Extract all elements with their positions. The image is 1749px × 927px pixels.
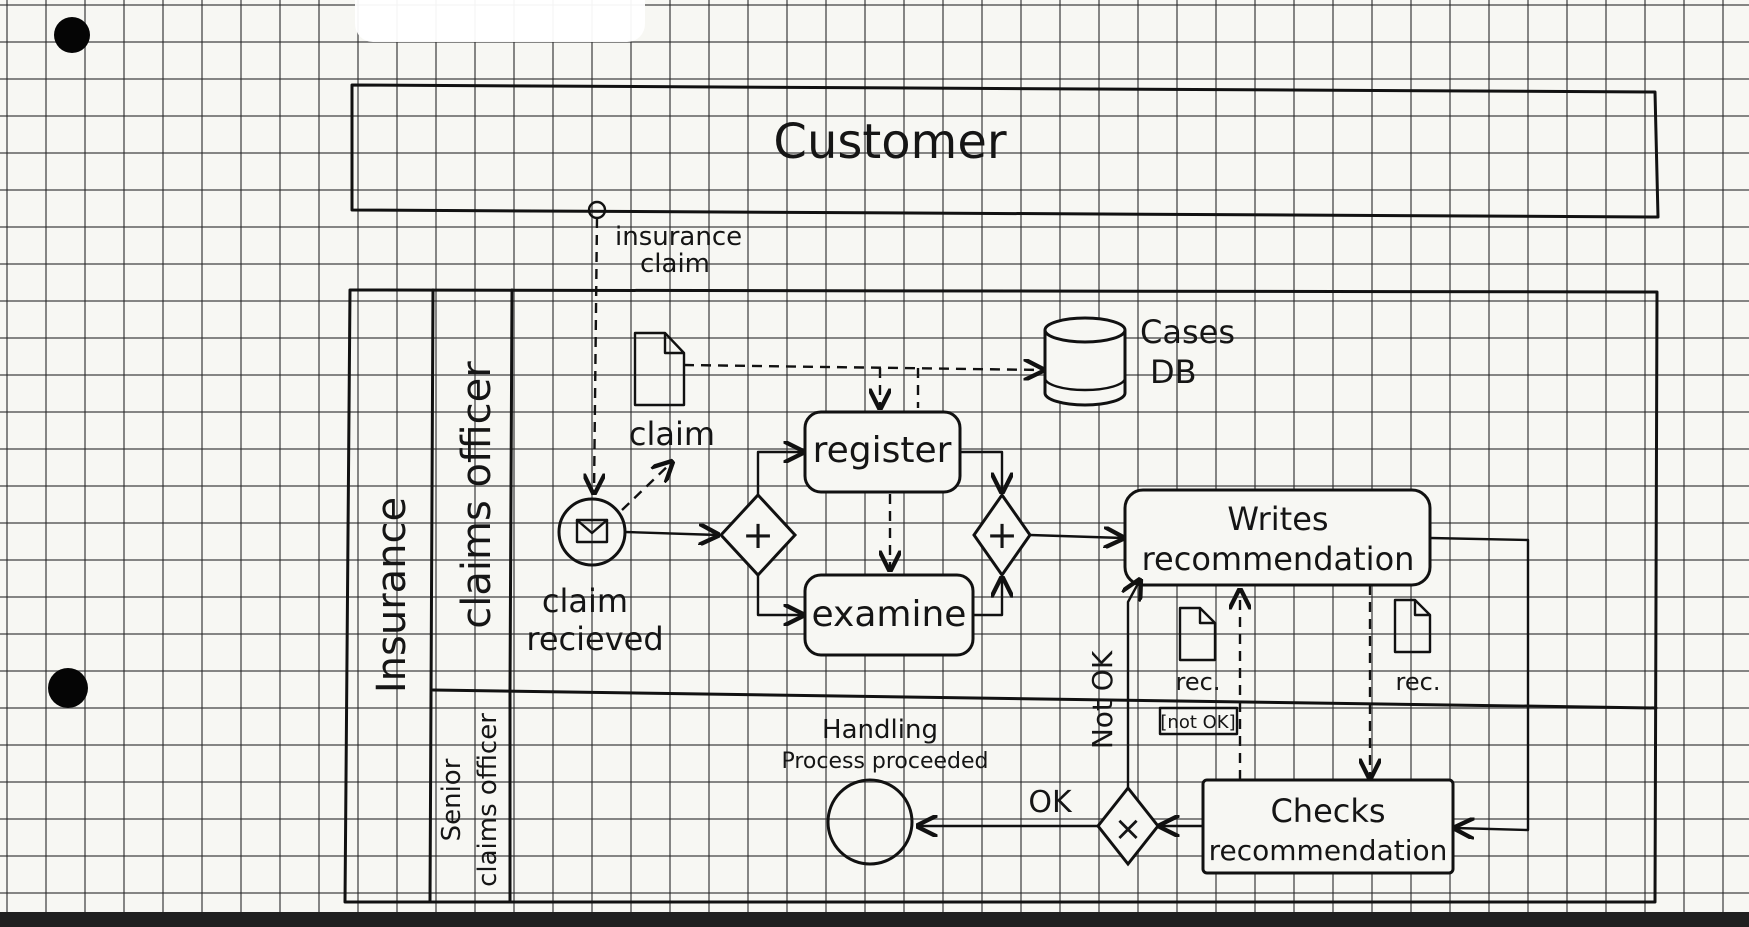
task-writes-label-line1: Writes xyxy=(1227,500,1328,538)
task-register-label: register xyxy=(813,430,952,471)
flow-register-to-join xyxy=(958,450,1002,492)
senior-lane-label-line2: claims officer xyxy=(473,713,503,887)
parallel-split-symbol: + xyxy=(742,513,774,557)
rec-not-ok-state: [not OK] xyxy=(1160,712,1235,733)
cases-db-label-line1: Cases xyxy=(1140,313,1235,351)
task-writes-label-line2: recommendation xyxy=(1142,540,1415,578)
parallel-join-gateway xyxy=(972,492,1032,578)
end-event-label-line1: Handling xyxy=(822,715,938,745)
claim-data-object xyxy=(633,331,686,407)
task-examine-label: examine xyxy=(812,594,967,635)
customer-pool-label: Customer xyxy=(773,114,1006,170)
rec-not-ok-data-object xyxy=(1178,606,1217,662)
customer-pool xyxy=(350,83,1660,219)
end-event-handling-process-proceeded xyxy=(826,778,914,866)
rec-not-ok-state-box xyxy=(1158,706,1239,736)
cases-db-datastore xyxy=(1043,316,1127,407)
cases-db-label-line2: DB xyxy=(1150,353,1197,391)
parallel-join-symbol: + xyxy=(986,513,1018,557)
rec-data-object xyxy=(1393,598,1432,654)
flow-split-to-register xyxy=(756,452,803,497)
end-event-label-line2: Process proceeded xyxy=(781,749,988,774)
flow-label-not-ok: Not OK xyxy=(1086,650,1119,749)
assoc-start-to-claim xyxy=(621,462,672,511)
exclusive-decision-symbol: × xyxy=(1114,809,1143,849)
rec-not-ok-label: rec. xyxy=(1176,668,1221,696)
binder-hole-bottom xyxy=(48,668,88,708)
flow-writes-to-checks xyxy=(1428,536,1530,830)
insurance-pool xyxy=(343,288,1659,904)
flow-not-ok-to-writes xyxy=(1128,580,1140,790)
start-event-label-line2: recieved xyxy=(526,620,663,658)
senior-lane-label-line1: Senior xyxy=(437,758,467,841)
start-event-label-line1: claim xyxy=(542,582,628,620)
flow-join-to-writes xyxy=(1028,535,1123,538)
message-flow-label-line2: claim xyxy=(640,249,710,279)
flow-label-ok: OK xyxy=(1028,785,1073,820)
exclusive-decision-gateway xyxy=(1096,785,1160,867)
flow-split-to-examine xyxy=(756,573,803,615)
flow-start-to-split xyxy=(623,532,718,535)
pool-header-divider xyxy=(428,288,435,904)
lane-divider xyxy=(431,688,1658,710)
rec-label: rec. xyxy=(1396,668,1441,696)
message-flow-label-line1: insurance xyxy=(615,222,742,252)
assoc-claim-to-db xyxy=(683,365,1043,370)
insurance-pool-label: Insurance xyxy=(369,497,415,693)
flow-examine-to-join xyxy=(971,578,1002,617)
task-checks-label-line2: recommendation xyxy=(1209,834,1448,867)
lane-header-divider xyxy=(508,288,514,692)
envelope-icon xyxy=(575,518,609,544)
message-flow-insurance-claim xyxy=(594,217,597,493)
task-checks-label-line1: Checks xyxy=(1270,792,1385,830)
claims-officer-lane-label: claims officer xyxy=(454,361,500,629)
paper-glare xyxy=(355,0,645,42)
paper-bottom-edge xyxy=(0,912,1749,927)
binder-hole-top xyxy=(54,17,90,53)
claim-data-object-label: claim xyxy=(629,415,715,453)
